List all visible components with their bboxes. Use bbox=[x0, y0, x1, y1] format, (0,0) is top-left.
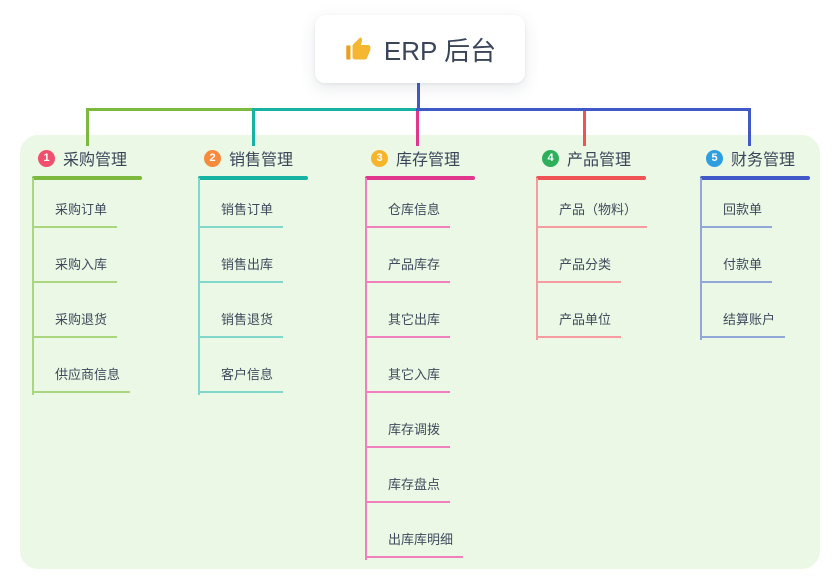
leaf-node[interactable]: 销售退货 bbox=[198, 311, 284, 338]
branch-label: 财务管理 bbox=[731, 152, 796, 169]
leaf-node[interactable]: 采购订单 bbox=[32, 201, 118, 228]
leaf-node[interactable]: 产品分类 bbox=[536, 256, 622, 283]
branch-number-badge: 3 bbox=[371, 149, 388, 167]
branch-number-badge: 2 bbox=[204, 149, 221, 167]
root-node-label: ERP 后台 bbox=[383, 35, 497, 66]
branch-underline bbox=[198, 176, 308, 180]
leaf-node[interactable]: 结算账户 bbox=[700, 311, 786, 338]
leaf-node[interactable]: 其它入库 bbox=[365, 366, 451, 393]
leaf-node[interactable]: 客户信息 bbox=[198, 366, 284, 393]
root-drop-line bbox=[417, 82, 420, 109]
drop-line-product bbox=[583, 111, 586, 146]
connector-horizontal-sales bbox=[252, 108, 419, 111]
drop-line-purchase bbox=[86, 108, 89, 146]
leaf-node[interactable]: 库存调拨 bbox=[365, 421, 451, 448]
leaf-node[interactable]: 销售订单 bbox=[198, 201, 284, 228]
leaf-node[interactable]: 供应商信息 bbox=[32, 366, 131, 393]
leaf-node[interactable]: 采购入库 bbox=[32, 256, 118, 283]
leaf-node[interactable]: 产品库存 bbox=[365, 256, 451, 283]
branch-number-badge: 4 bbox=[542, 149, 559, 167]
branch-spine-line bbox=[32, 178, 34, 395]
drop-line-inventory bbox=[416, 111, 419, 146]
branch-underline bbox=[536, 176, 646, 180]
leaf-node[interactable]: 付款单 bbox=[700, 256, 773, 283]
leaf-node[interactable]: 销售出库 bbox=[198, 256, 284, 283]
leaf-node[interactable]: 采购退货 bbox=[32, 311, 118, 338]
leaf-node[interactable]: 仓库信息 bbox=[365, 201, 451, 228]
leaf-node[interactable]: 产品（物料） bbox=[536, 201, 648, 228]
thumbs-up-icon bbox=[346, 37, 371, 60]
branch-node-purchase[interactable]: 1 采购管理 bbox=[38, 146, 127, 170]
connector-horizontal-purchase bbox=[86, 108, 254, 111]
branches-backdrop-panel bbox=[20, 135, 820, 569]
branch-node-finance[interactable]: 5 财务管理 bbox=[706, 146, 795, 170]
branch-spine-line bbox=[700, 178, 702, 340]
branch-underline bbox=[32, 176, 142, 180]
branch-node-product[interactable]: 4 产品管理 bbox=[542, 146, 631, 170]
branch-node-sales[interactable]: 2 销售管理 bbox=[204, 146, 293, 170]
branch-label: 产品管理 bbox=[567, 152, 632, 169]
leaf-node[interactable]: 产品单位 bbox=[536, 311, 622, 338]
leaf-node[interactable]: 出库库明细 bbox=[365, 531, 464, 558]
branch-number-badge: 5 bbox=[706, 149, 723, 167]
root-node-erp-backend[interactable]: ERP 后台 bbox=[315, 15, 525, 83]
leaf-node[interactable]: 库存盘点 bbox=[365, 476, 451, 503]
branch-spine-line bbox=[536, 178, 538, 340]
drop-line-sales bbox=[252, 108, 255, 146]
leaf-node[interactable]: 回款单 bbox=[700, 201, 773, 228]
branch-spine-line bbox=[365, 178, 367, 560]
branch-underline bbox=[700, 176, 810, 180]
leaf-node[interactable]: 其它出库 bbox=[365, 311, 451, 338]
branch-spine-line bbox=[198, 178, 200, 395]
connector-horizontal-finance bbox=[416, 108, 751, 111]
drop-line-finance bbox=[748, 108, 751, 146]
branch-label: 库存管理 bbox=[396, 152, 461, 169]
branch-node-inventory[interactable]: 3 库存管理 bbox=[371, 146, 460, 170]
branch-label: 销售管理 bbox=[229, 152, 294, 169]
branch-underline bbox=[365, 176, 475, 180]
branch-label: 采购管理 bbox=[63, 152, 128, 169]
branch-number-badge: 1 bbox=[38, 149, 55, 167]
